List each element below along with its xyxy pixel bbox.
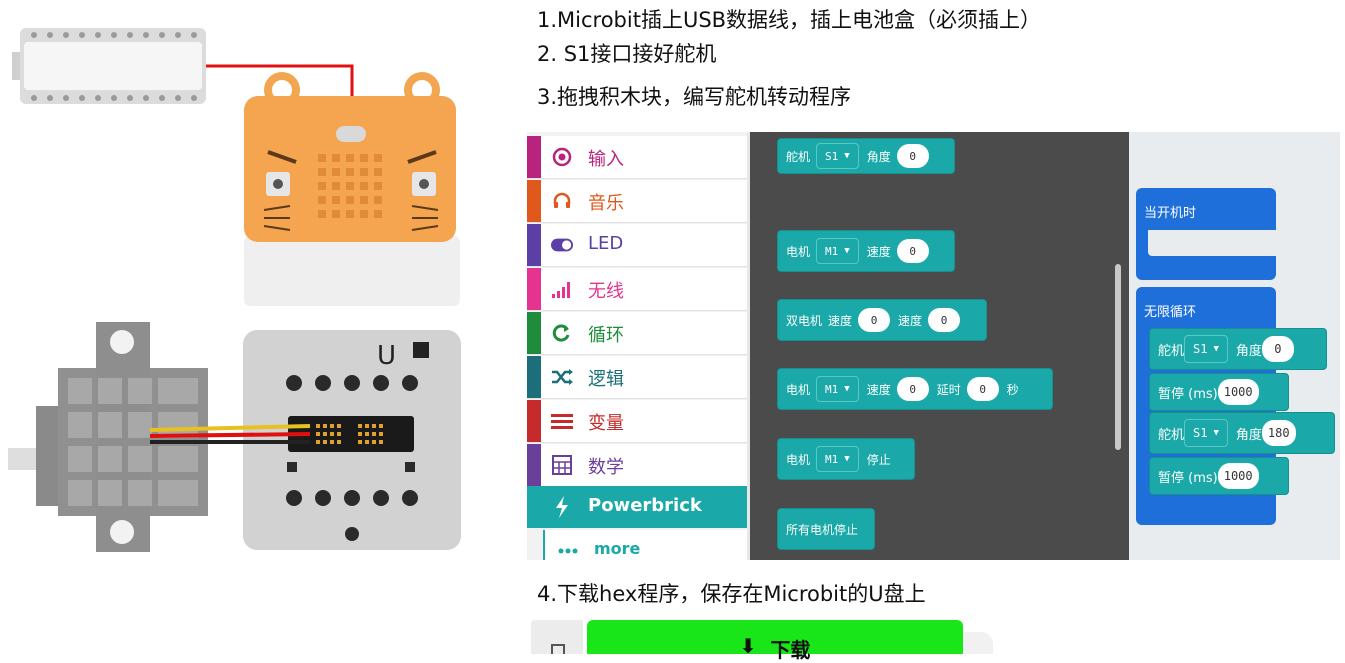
motor-delay-time-input[interactable]: 0 — [966, 377, 999, 401]
loop-arrow-icon — [551, 323, 573, 343]
all-motors-stop-block[interactable]: 所有电机停止 — [777, 508, 875, 550]
category-logic[interactable]: 逻辑 — [527, 356, 747, 399]
category-label: 输入 — [588, 149, 624, 170]
instruction-step-4: 4.下载hex程序，保存在Microbit的U盘上 — [537, 582, 926, 606]
servo-port-dropdown[interactable]: S1▼ — [1184, 419, 1228, 447]
target-icon — [551, 147, 573, 167]
servo-port-dropdown[interactable]: S1▼ — [1184, 335, 1228, 363]
motor-stop-block[interactable]: 电机 M1▼ 停止 — [777, 438, 915, 480]
dual-motor-speed1-input[interactable]: 0 — [858, 308, 891, 332]
category-label: 循环 — [588, 325, 624, 346]
microbit-board — [244, 72, 460, 306]
motor-speed-block[interactable]: 电机 M1▼ 速度 0 — [777, 230, 955, 272]
category-label: 逻辑 — [588, 369, 624, 390]
caret-down-icon: ▼ — [844, 151, 850, 161]
category-variables[interactable]: 变量 — [527, 400, 747, 443]
block-editor: 输入 音乐 LED 无线 循环 — [527, 132, 1340, 560]
category-loops[interactable]: 循环 — [527, 312, 747, 355]
caret-down-icon: ▼ — [1213, 344, 1219, 354]
on-start-block[interactable]: 当开机时 — [1136, 188, 1276, 280]
instruction-step-3: 3.拖拽积木块，编写舵机转动程序 — [537, 85, 852, 109]
save-icon — [551, 644, 565, 654]
servo-angle-input[interactable]: 0 — [1261, 336, 1294, 362]
flyout-scrollbar[interactable] — [1115, 264, 1121, 450]
category-label: 无线 — [588, 281, 624, 302]
category-label: more — [594, 539, 641, 558]
toggle-icon — [551, 235, 573, 255]
category-label: 数学 — [588, 457, 624, 478]
servo-block[interactable]: 舵机 S1▼ 角度 0 — [1149, 328, 1327, 370]
workspace: 当开机时 无限循环 舵机 S1▼ 角度 0 暂停 (ms) 1000 舵机 S1… — [1129, 132, 1340, 560]
power-wire — [206, 64, 354, 96]
motor-port-dropdown[interactable]: M1▼ — [816, 238, 859, 264]
toolbox: 输入 音乐 LED 无线 循环 — [527, 132, 749, 560]
download-side-button[interactable] — [531, 620, 583, 654]
category-input[interactable]: 输入 — [527, 136, 747, 179]
pause-ms-input[interactable]: 1000 — [1217, 463, 1259, 489]
motor-speed-input[interactable]: 0 — [896, 239, 929, 263]
category-math[interactable]: 数学 — [527, 444, 747, 487]
caret-down-icon: ▼ — [844, 384, 850, 394]
port-label: U — [377, 341, 396, 371]
motor-delay-speed-input[interactable]: 0 — [896, 377, 929, 401]
signal-bars-icon — [551, 279, 573, 299]
category-radio[interactable]: 无线 — [527, 268, 747, 311]
caret-down-icon: ▼ — [844, 454, 850, 464]
download-label: 下载 — [770, 638, 811, 662]
pause-ms-input[interactable]: 1000 — [1217, 379, 1259, 405]
headphones-icon — [551, 191, 573, 211]
instruction-step-2: 2. S1接口接好舵机 — [537, 42, 717, 66]
category-label: Powerbrick — [588, 495, 702, 516]
servo-block[interactable]: 舵机 S1▼ 角度 180 — [1149, 412, 1335, 454]
motor-stop-port-dropdown[interactable]: M1▼ — [816, 446, 859, 472]
servo-cable — [149, 424, 311, 444]
category-label: 变量 — [588, 413, 624, 434]
download-arrow-icon: ⬇ — [739, 634, 757, 658]
list-lines-icon — [551, 411, 573, 431]
shuffle-icon — [551, 367, 573, 387]
category-powerbrick[interactable]: Powerbrick — [527, 486, 747, 528]
servo-angle-input[interactable]: 180 — [1261, 420, 1296, 446]
caret-down-icon: ▼ — [1213, 428, 1219, 438]
hardware-illustration: U — [8, 28, 461, 552]
instruction-step-1: 1.Microbit插上USB数据线，插上电池盒（必须插上） — [537, 8, 1042, 32]
pause-block[interactable]: 暂停 (ms) 1000 — [1149, 457, 1289, 495]
servo-angle-input[interactable]: 0 — [896, 144, 929, 168]
motor-delay-port-dropdown[interactable]: M1▼ — [816, 376, 859, 402]
caret-down-icon: ▼ — [844, 246, 850, 256]
category-more[interactable]: more — [543, 530, 747, 560]
dual-motor-block[interactable]: 双电机 速度 0 速度 0 — [777, 299, 987, 341]
category-music[interactable]: 音乐 — [527, 180, 747, 223]
servo-port-dropdown[interactable]: S1▼ — [816, 143, 859, 169]
servo-block[interactable]: 舵机 S1▼ 角度 0 — [777, 138, 955, 174]
download-button[interactable]: ⬇ 下载 — [587, 620, 963, 662]
calculator-icon — [551, 455, 573, 475]
category-label: LED — [588, 233, 624, 254]
powerbrick-board: U — [243, 330, 461, 550]
dual-motor-speed2-input[interactable]: 0 — [928, 308, 961, 332]
battery-box — [12, 28, 206, 104]
category-led[interactable]: LED — [527, 224, 747, 267]
motor-delay-block[interactable]: 电机 M1▼ 速度 0 延时 0 秒 — [777, 368, 1053, 410]
bolt-icon — [551, 496, 573, 518]
category-label: 音乐 — [588, 193, 624, 214]
block-flyout: 舵机 S1▼ 角度 0 电机 M1▼ 速度 0 双电机 速度 0 速度 0 电机… — [763, 132, 1129, 560]
pause-block[interactable]: 暂停 (ms) 1000 — [1149, 373, 1289, 411]
dots-icon — [557, 541, 579, 560]
